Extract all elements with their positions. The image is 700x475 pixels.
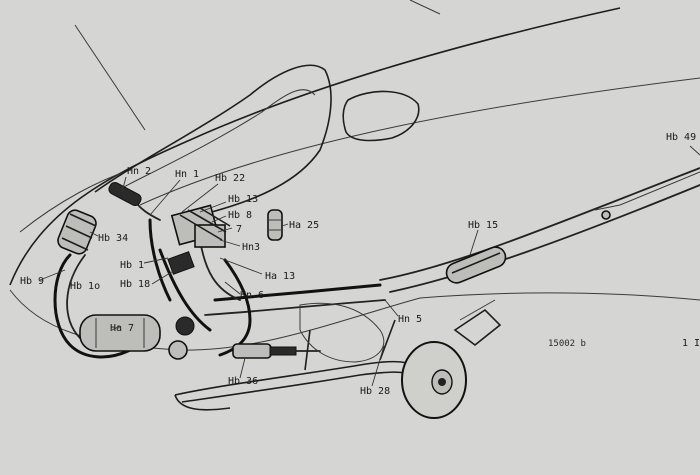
reservoir-hn2 xyxy=(108,181,142,207)
tank-hb15 xyxy=(445,246,507,284)
drawing-number: 15002 b xyxy=(548,339,586,349)
main-pipe-a xyxy=(213,283,382,302)
pump-disk-2 xyxy=(168,340,188,360)
leader-hn3 xyxy=(219,239,241,247)
label-ha13: Ha 13 xyxy=(265,271,295,282)
bottle-hb34 xyxy=(57,209,97,255)
main-pipe-b xyxy=(204,299,386,316)
leader-hn2 xyxy=(121,176,127,193)
label-hn5: Hn 5 xyxy=(398,314,422,325)
label-hb8: Hb 8 xyxy=(228,210,252,221)
skid-front xyxy=(174,394,231,411)
tail-strut-a xyxy=(453,308,502,347)
label-hb9: Hb 9 xyxy=(20,276,44,287)
leader-hb22 xyxy=(181,183,219,213)
leader-ha25 xyxy=(281,223,289,227)
tail-strut-b xyxy=(459,299,496,321)
top-panel-line xyxy=(409,0,441,15)
label-hb34: Hb 34 xyxy=(98,233,128,244)
leader-hb13 xyxy=(199,201,227,213)
label-hn3: Hn3 xyxy=(242,242,260,253)
leader-hb8 xyxy=(211,215,227,223)
label-hb1: Hb 1 xyxy=(120,260,144,271)
main-pipe-e xyxy=(199,239,241,301)
leader-hb36 xyxy=(239,357,246,379)
cylinder-ha25 xyxy=(267,209,283,241)
label-hn2: Hn 2 xyxy=(127,166,151,177)
leader-ha7 xyxy=(111,325,121,331)
leader-hb9 xyxy=(39,269,66,281)
fuselage-spine-line xyxy=(139,77,700,206)
main-pipe-d xyxy=(148,218,172,302)
label-7: 7 xyxy=(236,224,242,235)
leader-hb18 xyxy=(151,269,176,285)
leader-hb1 xyxy=(143,257,169,264)
wing-leading-edge xyxy=(19,169,131,233)
canopy-outline xyxy=(94,64,332,216)
aft-pipe-lower xyxy=(389,184,700,293)
gear-strut-1 xyxy=(304,329,311,371)
actuator-hb36 xyxy=(232,343,321,359)
frame-line xyxy=(74,24,146,131)
leader-ha13 xyxy=(219,257,263,275)
main-wheel xyxy=(401,341,467,419)
label-hb15: Hb 15 xyxy=(468,220,498,231)
fuselage-upper-outline xyxy=(9,7,621,286)
label-hb13: Hb 13 xyxy=(228,194,258,205)
leader-hb34 xyxy=(89,231,99,237)
leader-hb49 xyxy=(689,145,700,156)
tank-ha7 xyxy=(79,314,161,352)
leader-hb15 xyxy=(469,229,479,256)
side-window xyxy=(342,90,420,142)
label-hn1: Hn 1 xyxy=(175,169,199,180)
pump-disk xyxy=(175,316,195,336)
front-loop-pipe-2 xyxy=(66,254,86,339)
label-ha7: Ha 7 xyxy=(110,323,134,334)
page-marker: 1 I xyxy=(682,338,700,349)
main-pipe-c xyxy=(158,248,212,332)
label-hb28: Hb 28 xyxy=(360,386,390,397)
label-hb10: Hb 1o xyxy=(70,281,100,292)
label-ha25: Ha 25 xyxy=(289,220,319,231)
skid-lower xyxy=(181,371,413,403)
leader-hb10 xyxy=(69,269,76,283)
leader-hb28 xyxy=(371,345,385,387)
aft-pipe-rear xyxy=(594,171,700,211)
front-loop-pipe xyxy=(53,253,132,359)
aft-fitting xyxy=(601,210,611,220)
label-hb18: Hb 18 xyxy=(120,279,150,290)
canopy-inner xyxy=(111,89,316,194)
ventral-fairing xyxy=(299,302,385,363)
label-hn6: Hn 6 xyxy=(240,290,264,301)
leader-hn1 xyxy=(149,179,181,216)
label-hb49: Hb 49 xyxy=(666,132,696,143)
skid xyxy=(174,360,416,396)
leader-7 xyxy=(217,227,233,233)
label-hb36: Hb 36 xyxy=(228,376,258,387)
aft-pipe-upper xyxy=(379,167,700,281)
label-hb22: Hb 22 xyxy=(215,173,245,184)
leader-hn5 xyxy=(384,299,399,317)
leader-hn6 xyxy=(224,281,241,295)
valve-cluster xyxy=(167,204,231,275)
gear-strut-2 xyxy=(379,319,396,361)
